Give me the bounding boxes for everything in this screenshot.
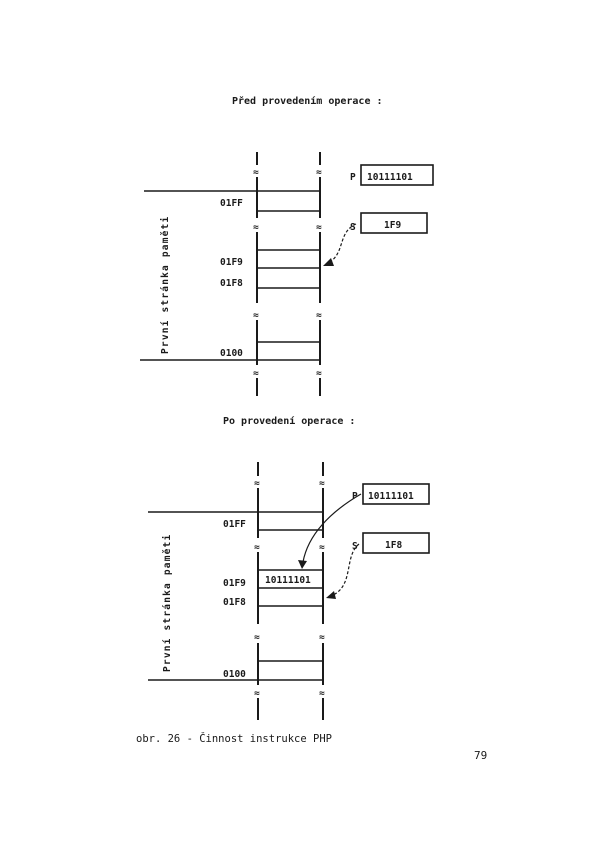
- page-number: 79: [474, 749, 487, 762]
- before-address-01f8: 01F8: [220, 278, 243, 289]
- before-side-label: První stránka paměti: [160, 216, 171, 354]
- before-address-01f9: 01F9: [220, 257, 243, 268]
- after-diagram: [148, 462, 430, 720]
- break-mark: ≈: [254, 542, 260, 553]
- break-mark: ≈: [253, 310, 259, 321]
- after-p-copy-arrow: [302, 493, 362, 563]
- after-p-register-value: 10111101: [368, 491, 414, 502]
- break-mark: ≈: [319, 688, 325, 699]
- break-mark: ≈: [319, 478, 325, 489]
- after-s-register-value: 1F8: [385, 540, 402, 551]
- after-s-pointer-arrowhead: [326, 591, 336, 599]
- after-p-register-name: P: [352, 491, 358, 502]
- break-mark: ≈: [254, 632, 260, 643]
- after-s-pointer-arrow: [332, 543, 360, 596]
- break-mark: ≈: [254, 688, 260, 699]
- after-p-copy-arrowhead: [298, 560, 307, 569]
- after-cell-value-01f9: 10111101: [265, 575, 311, 586]
- after-address-01f8: 01F8: [223, 597, 246, 608]
- after-s-register-name: S: [352, 541, 358, 552]
- before-address-01ff: 01FF: [220, 198, 243, 209]
- before-s-register-box: [360, 212, 428, 234]
- before-title: Před provedením operace :: [232, 95, 383, 107]
- before-s-register-name: S: [350, 222, 356, 233]
- break-mark: ≈: [253, 222, 259, 233]
- after-address-01f9: 01F9: [223, 578, 246, 589]
- break-mark: ≈: [316, 310, 322, 321]
- before-s-pointer-arrowhead: [323, 258, 334, 266]
- after-title: Po provedení operace :: [223, 415, 355, 427]
- break-mark: ≈: [254, 478, 260, 489]
- before-p-register-value: 10111101: [367, 172, 413, 183]
- break-mark: ≈: [316, 368, 322, 379]
- figure-caption: obr. 26 - Činnost instrukce PHP: [136, 732, 332, 745]
- break-mark: ≈: [316, 222, 322, 233]
- break-mark: ≈: [316, 167, 322, 178]
- after-address-0100: 0100: [223, 669, 246, 680]
- after-s-register-box: [362, 532, 430, 554]
- before-p-register-name: P: [350, 172, 356, 183]
- break-mark: ≈: [253, 167, 259, 178]
- before-p-register-box: [360, 164, 434, 186]
- after-side-label: První stránka paměti: [162, 534, 173, 672]
- before-address-0100: 0100: [220, 348, 243, 359]
- break-mark: ≈: [319, 542, 325, 553]
- before-s-register-value: 1F9: [384, 220, 401, 231]
- break-mark: ≈: [253, 368, 259, 379]
- after-address-01ff: 01FF: [223, 519, 246, 530]
- after-p-register-box: [362, 483, 430, 505]
- break-mark: ≈: [319, 632, 325, 643]
- before-diagram: [140, 152, 434, 396]
